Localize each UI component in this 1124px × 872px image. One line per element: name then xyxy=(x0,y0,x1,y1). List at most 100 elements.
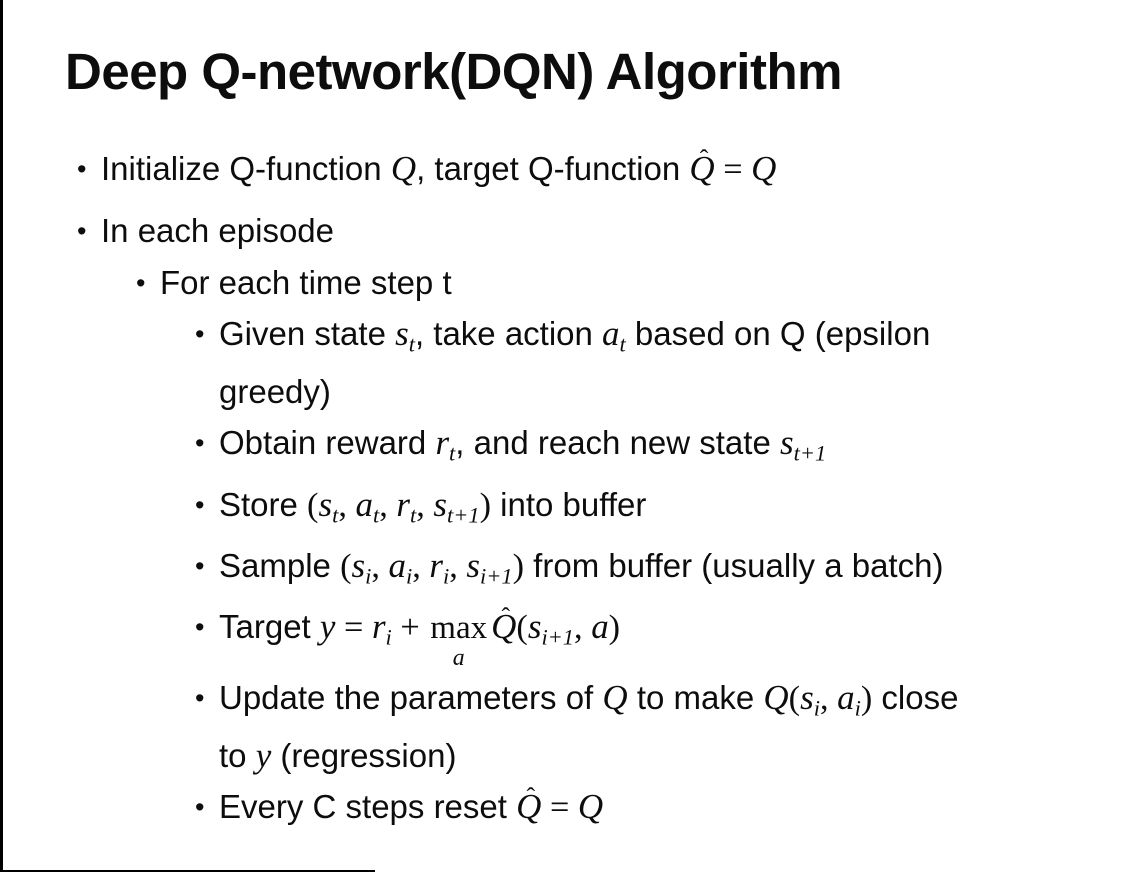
math-var: Q xyxy=(577,787,604,826)
bullet-marker-icon: • xyxy=(195,792,205,822)
text-run: into buffer xyxy=(491,485,647,523)
math-var: Q xyxy=(516,787,542,826)
bullet-item-2: • In each episode xyxy=(77,207,1124,255)
math-subscript: t xyxy=(408,331,415,357)
math-subscript: i xyxy=(385,624,392,650)
text-run: Store xyxy=(219,485,308,523)
bottom-edge-line xyxy=(3,870,375,872)
bullet-item-7: •Sample (si, ai, ri, si+1) from buffer (… xyxy=(195,542,1124,600)
math-var: Q xyxy=(763,677,789,717)
math-var: s xyxy=(466,545,480,585)
math-var: a xyxy=(388,545,406,585)
math-var: s xyxy=(351,545,366,585)
max-label: max xyxy=(430,610,488,647)
math-operator: ( xyxy=(788,678,801,717)
math-subscript: i xyxy=(442,563,450,589)
math-subscript: i xyxy=(813,695,820,720)
math-operator: , xyxy=(371,546,389,585)
bullet-text: In each episode xyxy=(101,207,1124,255)
math-operator: = xyxy=(541,788,578,826)
math-subscript: t+1 xyxy=(446,501,480,527)
text-run: based on Q (epsilon xyxy=(625,315,931,352)
bullet-marker-icon: • xyxy=(77,154,87,184)
text-run: to make xyxy=(627,678,764,716)
math-subscript: i+1 xyxy=(479,563,513,589)
bullet-line: Given state st, take action at based on … xyxy=(219,310,1124,368)
math-operator: ( xyxy=(340,546,352,585)
math-var: s xyxy=(318,484,333,524)
math-subscript: t xyxy=(619,331,626,357)
math-var: a xyxy=(355,484,373,524)
max-under-var: a xyxy=(452,644,465,671)
bullet-item-1: • Initialize Q-function Q, target Q-funct… xyxy=(77,144,1124,193)
math-var: a xyxy=(837,677,855,717)
math-subscript: i xyxy=(854,695,861,720)
math-operator: = xyxy=(335,608,372,647)
math-subscript: t xyxy=(449,440,456,466)
math-var: r xyxy=(396,484,410,524)
slide-title: Deep Q-network(DQN) Algorithm xyxy=(65,43,842,100)
math-subscript: t+1 xyxy=(793,440,827,466)
bullet-marker-icon: • xyxy=(77,216,87,246)
bullet-list: •Initialize Q-function Q, target Q-funct… xyxy=(67,144,1124,831)
math-operator: ) xyxy=(512,546,525,585)
text-run: (regression) xyxy=(271,737,457,774)
text-run: , target Q-function xyxy=(416,150,690,187)
math-operator: , xyxy=(449,546,467,585)
math-operator: , xyxy=(574,608,592,647)
text-run: Initialize Q-function xyxy=(101,150,391,187)
bullet-item-9: •Update the parameters of Q to make Q(si… xyxy=(195,674,1124,780)
math-var: s xyxy=(779,423,794,463)
math-subscript: i+1 xyxy=(541,624,575,650)
math-var: Q xyxy=(602,677,628,717)
hat-accent: ˆ xyxy=(526,781,536,811)
math-var: a xyxy=(591,607,609,647)
math-subscript: t xyxy=(372,501,380,527)
bullet-line: For each time step t xyxy=(160,259,1124,307)
bullet-marker-icon: • xyxy=(195,612,205,643)
math-var: r xyxy=(371,607,386,647)
text-run: Obtain reward xyxy=(219,424,436,462)
math-var: Q xyxy=(491,607,517,647)
math-operator: ) xyxy=(479,485,491,524)
math-var: s xyxy=(395,314,409,353)
bullet-marker-icon: • xyxy=(195,319,205,349)
text-run: Update the parameters of xyxy=(219,678,603,716)
bullet-text: Sample (si, ai, ri, si+1) from buffer (u… xyxy=(219,542,1124,600)
bullet-line: In each episode xyxy=(101,207,1124,255)
math-var: r xyxy=(435,423,450,463)
math-var: y xyxy=(319,607,336,647)
math-operator: , xyxy=(379,485,397,524)
math-operator: , xyxy=(338,485,356,524)
math-var: a xyxy=(602,314,620,353)
math-var: r xyxy=(429,545,443,585)
hat-accent: ˆ xyxy=(699,143,709,173)
text-run: to xyxy=(219,737,256,774)
text-run: , take action xyxy=(414,315,603,352)
bullet-marker-icon: • xyxy=(136,268,146,298)
text-run: , and reach new state xyxy=(455,424,780,462)
math-operator: , xyxy=(416,485,434,524)
text-run: In each episode xyxy=(101,212,335,249)
bullet-text: Store (st, at, rt, st+1) into buffer xyxy=(219,481,1124,539)
math-subscript: t xyxy=(332,501,339,527)
math-subscript: i xyxy=(405,563,413,589)
text-run: from buffer (usually a batch) xyxy=(524,546,944,584)
math-operator: ) xyxy=(860,678,873,717)
bullet-item-5: •Obtain reward rt, and reach new state s… xyxy=(195,419,1124,477)
math-var: y xyxy=(255,736,272,775)
math-operator: , xyxy=(412,546,430,585)
hat-accent: ˆ xyxy=(501,601,511,631)
bullet-line: Store (st, at, rt, st+1) into buffer xyxy=(219,481,1124,539)
text-run: greedy) xyxy=(219,373,331,411)
bullet-line: greedy) xyxy=(219,368,1124,416)
math-var: Q xyxy=(689,149,715,188)
text-run: Target xyxy=(219,608,320,646)
bullet-text: For each time step t xyxy=(160,259,1124,307)
